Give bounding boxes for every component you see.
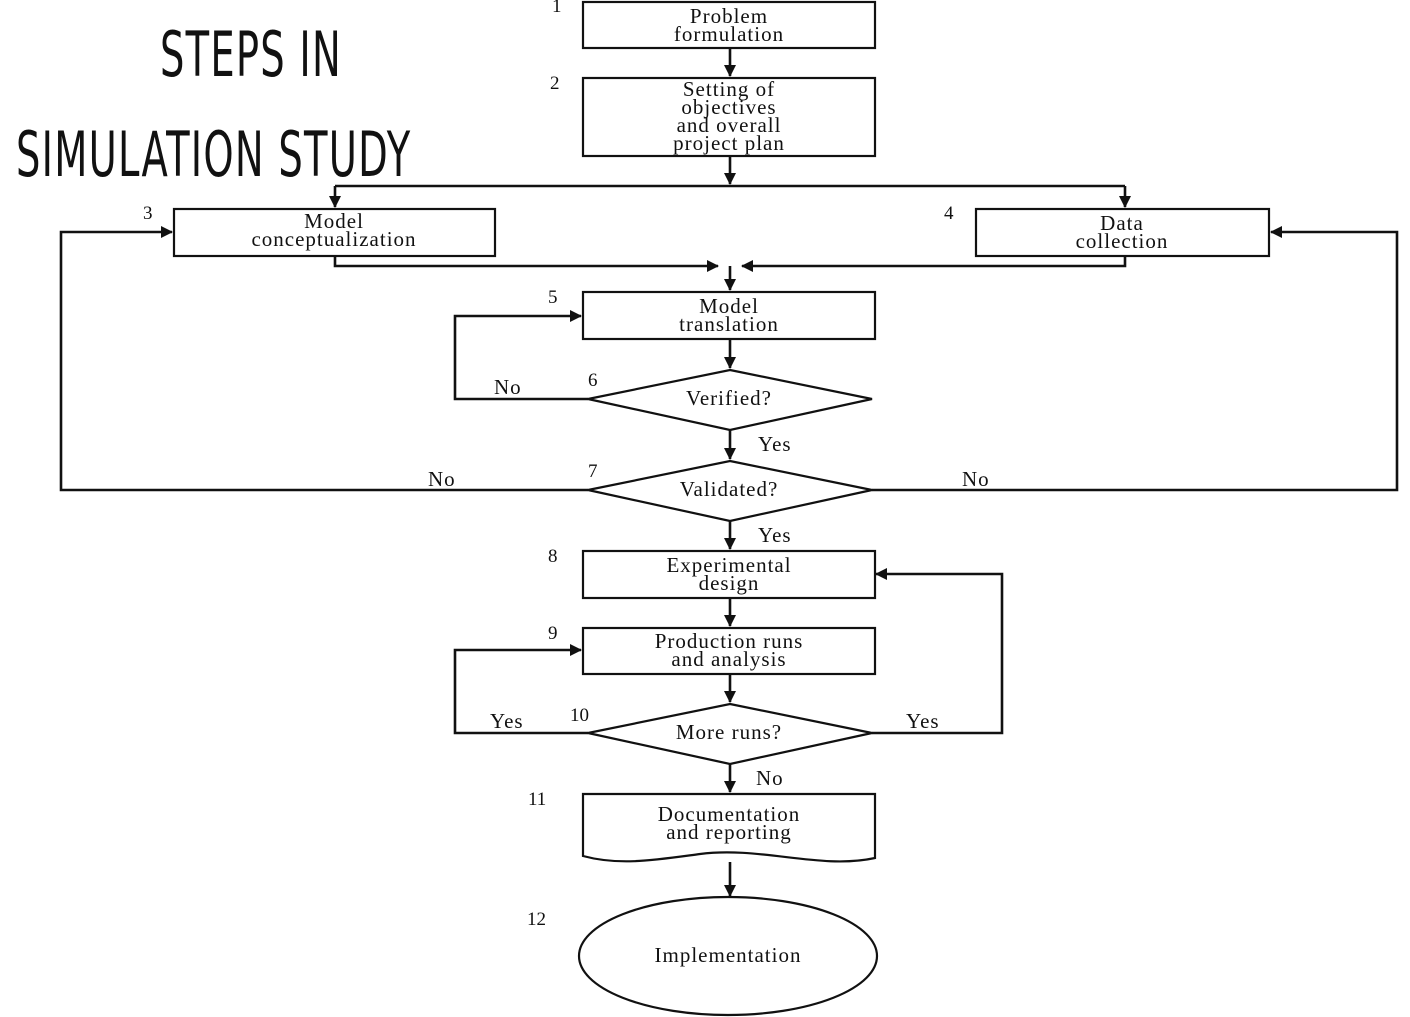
connector-10-yes-to-8	[872, 568, 1004, 735]
step-2-label-line-2: objectives	[681, 95, 776, 119]
step-7-validated-decision: 7 Validated?	[587, 459, 873, 523]
connector-3-to-merge	[333, 256, 719, 272]
step-4-data-collection: 4 Data collection	[944, 203, 1271, 258]
step-9-production-runs: 9 Production runs and analysis	[548, 623, 877, 676]
step-1-label-line-1: Problem	[690, 4, 768, 28]
connector-7-no-to-3	[59, 226, 588, 492]
step-8-label-line-2: design	[699, 571, 760, 595]
step-6-number: 6	[588, 370, 598, 391]
step-3-number: 3	[143, 203, 153, 224]
step-5-label-line-2: translation	[679, 312, 779, 336]
step-11-number: 11	[528, 789, 546, 810]
step-2-label-line-3: and overall	[677, 113, 782, 137]
step-3-model-conceptualization: 3 Model conceptualization	[143, 203, 497, 258]
step-7-number: 7	[588, 461, 598, 482]
step-8-number: 8	[548, 546, 558, 567]
step-5-label-line-1: Model	[699, 294, 759, 318]
step-4-label-line-1: Data	[1100, 211, 1144, 235]
branch-label-more-runs-yes-left: Yes	[490, 709, 524, 733]
step-6-label: Verified?	[686, 386, 772, 410]
step-11-label-line-2: and reporting	[666, 820, 792, 844]
step-9-number: 9	[548, 623, 558, 644]
connector-6-no-to-5	[453, 310, 588, 401]
step-1-label-line-2: formulation	[674, 22, 784, 46]
step-5-model-translation: 5 Model translation	[548, 287, 877, 341]
step-5-number: 5	[548, 287, 558, 308]
step-7-label: Validated?	[680, 477, 779, 501]
step-12-implementation: 12 Implementation	[527, 895, 879, 1017]
connector-4-to-merge	[741, 256, 1127, 272]
step-10-label: More runs?	[676, 720, 782, 744]
step-8-experimental-design: 8 Experimental design	[548, 546, 877, 600]
step-10-more-runs-decision: 10 More runs?	[570, 702, 873, 766]
step-11-label-line-1: Documentation	[658, 802, 800, 826]
step-1-number: 1	[552, 0, 562, 17]
step-2-number: 2	[550, 73, 560, 94]
branch-label-verified-no: No	[494, 375, 522, 399]
step-3-label-line-2: conceptualization	[251, 227, 416, 251]
step-4-label-line-2: collection	[1076, 229, 1169, 253]
branch-label-validated-yes: Yes	[758, 523, 792, 547]
step-11-documentation-reporting: 11 Documentation and reporting	[528, 789, 877, 863]
branch-label-verified-yes: Yes	[758, 432, 792, 456]
slide-title-line-1: STEPS IN	[160, 18, 342, 91]
step-2-label-line-4: project plan	[673, 131, 785, 155]
step-9-label-line-2: and analysis	[671, 647, 786, 671]
slide-title-line-2: SIMULATION STUDY	[16, 118, 412, 191]
connector-7-no-to-4	[872, 226, 1399, 492]
branch-label-validated-no-right: No	[962, 467, 990, 491]
step-4-number: 4	[944, 203, 954, 224]
branch-label-more-runs-yes-right: Yes	[906, 709, 940, 733]
step-10-number: 10	[570, 705, 589, 726]
step-12-number: 12	[527, 909, 546, 930]
step-8-label-line-1: Experimental	[666, 553, 791, 577]
connector-10-yes-to-9	[453, 644, 588, 735]
branch-label-validated-no-left: No	[428, 467, 456, 491]
step-3-label-line-1: Model	[304, 209, 364, 233]
step-6-verified-decision: 6 Verified?	[587, 368, 873, 432]
step-9-label-line-1: Production runs	[655, 629, 804, 653]
step-1-problem-formulation: 1 Problem formulation	[552, 0, 877, 50]
step-12-label: Implementation	[655, 943, 802, 967]
step-2-label-line-1: Setting of	[683, 77, 775, 101]
branch-label-more-runs-no: No	[756, 766, 784, 790]
step-2-objectives-and-plan: 2 Setting of objectives and overall proj…	[550, 73, 877, 158]
